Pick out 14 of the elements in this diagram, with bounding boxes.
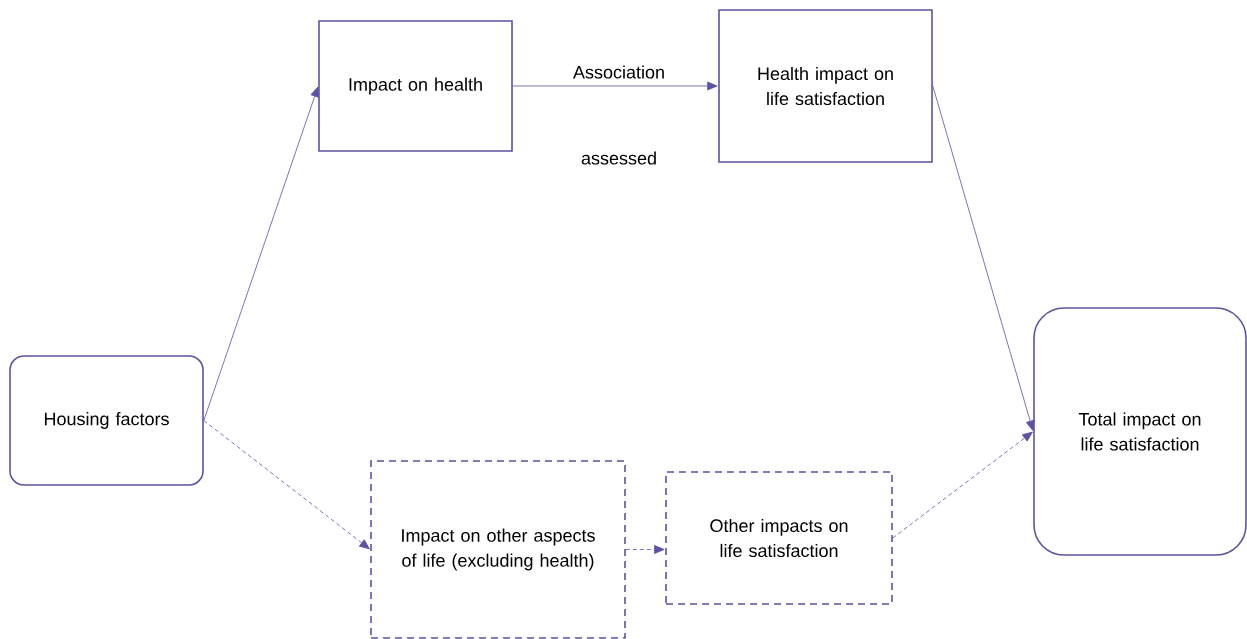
process-box: Health impact on life satisfaction — [718, 9, 933, 163]
note-label: assessed — [581, 151, 656, 165]
arrow — [932, 85, 1035, 431]
arrow — [512, 81, 718, 91]
arrow — [625, 545, 665, 554]
process-box: Total impact on life satisfaction — [1033, 307, 1247, 556]
arrow — [203, 86, 319, 421]
process-box: Housing factors — [9, 355, 204, 486]
arrow — [203, 420, 370, 550]
process-box: Other impacts on life satisfaction — [665, 471, 893, 605]
process-box: Impact on other aspects of life (excluding health) — [370, 460, 626, 639]
edge-label: Association — [572, 64, 667, 80]
arrow — [892, 431, 1033, 539]
process-box: Impact on health — [318, 20, 513, 152]
